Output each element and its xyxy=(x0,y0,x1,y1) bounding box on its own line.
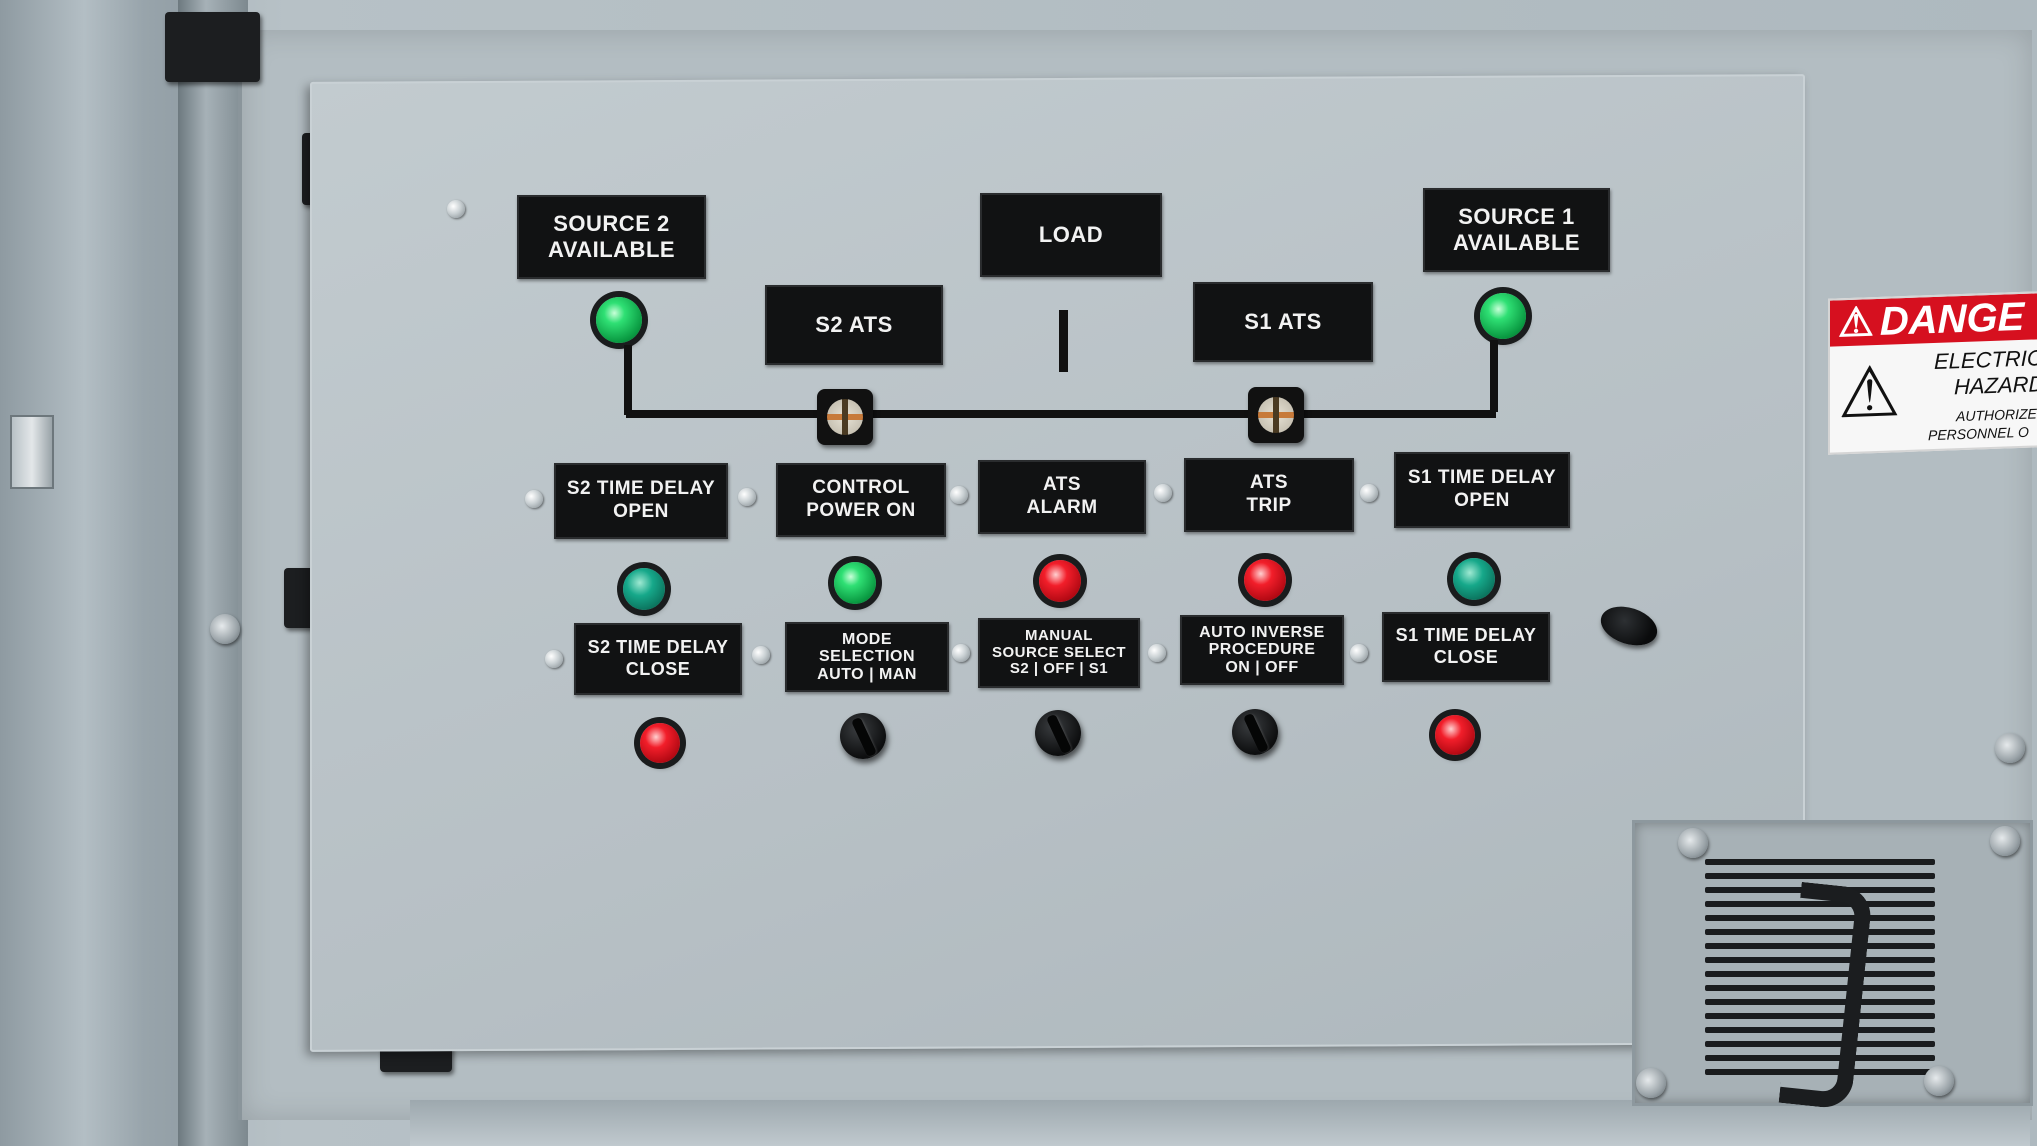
label-source-1-available: SOURCE 1 AVAILABLE xyxy=(1423,188,1610,272)
label-load: LOAD xyxy=(980,193,1162,277)
danger-header: ⚠ DANGE xyxy=(1830,293,2037,347)
door-edge-strip xyxy=(178,0,248,1146)
ventilation-grille xyxy=(1632,820,2033,1106)
label-manual-source-select: MANUAL SOURCE SELECT S2 | OFF | S1 xyxy=(978,618,1140,688)
panel-screw xyxy=(545,650,563,668)
label-s1-time-delay-close: S1 TIME DELAY CLOSE xyxy=(1382,612,1550,682)
danger-warning-sign: ⚠ DANGE ⚠ ELECTRIC HAZARD AUTHORIZED PER… xyxy=(1828,291,2037,455)
panel-screw xyxy=(525,490,543,508)
label-source-2-available: SOURCE 2 AVAILABLE xyxy=(517,195,706,279)
s1-time-delay-close-light xyxy=(1435,715,1475,755)
label-auto-inverse-procedure: AUTO INVERSE PROCEDURE ON | OFF xyxy=(1180,615,1344,685)
panel-screw xyxy=(950,486,968,504)
panel-screw xyxy=(1148,644,1166,662)
hinge-top xyxy=(165,12,260,82)
panel-screw xyxy=(952,644,970,662)
s2-time-delay-close-light xyxy=(640,723,680,763)
label-s2-time-delay-close: S2 TIME DELAY CLOSE xyxy=(574,623,742,695)
mimic-load-tap xyxy=(1059,310,1068,372)
electric-hazard-icon: ⚠ xyxy=(1838,352,1901,433)
source-2-available-light xyxy=(596,297,642,343)
label-s2-time-delay-open: S2 TIME DELAY OPEN xyxy=(554,463,728,539)
control-power-on-light xyxy=(834,562,876,604)
mimic-bus-left-drop xyxy=(624,345,632,415)
door-bolt-left xyxy=(210,614,240,644)
door-bottom-band xyxy=(410,1100,2030,1146)
danger-header-text: DANGE xyxy=(1879,294,2025,344)
mode-selection-switch[interactable] xyxy=(840,713,886,759)
door-latch xyxy=(10,415,54,489)
warning-line-4: PERSONNEL O xyxy=(1928,423,2029,444)
s2-ats-mimic-switch[interactable] xyxy=(817,389,873,445)
warning-triangle-icon: ⚠ xyxy=(1838,300,1874,346)
warning-line-3: AUTHORIZED xyxy=(1956,405,2037,425)
vent-bolt xyxy=(1678,828,1708,858)
panel-screw xyxy=(752,646,770,664)
label-s1-time-delay-open: S1 TIME DELAY OPEN xyxy=(1394,452,1570,528)
label-ats-trip: ATS TRIP xyxy=(1184,458,1354,532)
label-ats-alarm: ATS ALARM xyxy=(978,460,1146,534)
label-control-power-on: CONTROL POWER ON xyxy=(776,463,946,537)
door-bolt-right xyxy=(1995,733,2025,763)
manual-source-select-switch[interactable] xyxy=(1035,710,1081,756)
panel-screw xyxy=(1360,484,1378,502)
panel-screw xyxy=(1154,484,1172,502)
label-s2-ats: S2 ATS xyxy=(765,285,943,365)
ats-trip-light xyxy=(1244,559,1286,601)
warning-line-2: HAZARD xyxy=(1954,371,2037,400)
s2-time-delay-open-light xyxy=(623,568,665,610)
source-1-available-light xyxy=(1480,293,1526,339)
s1-ats-mimic-switch[interactable] xyxy=(1248,387,1304,443)
vent-bolt xyxy=(1990,826,2020,856)
panel-screw xyxy=(1350,644,1368,662)
s1-time-delay-open-light xyxy=(1453,558,1495,600)
vent-bolt xyxy=(1636,1068,1666,1098)
auto-inverse-procedure-switch[interactable] xyxy=(1232,709,1278,755)
warning-line-1: ELECTRIC xyxy=(1934,345,2037,375)
mimic-bus-right-drop xyxy=(1490,340,1498,412)
panel-screw xyxy=(447,200,465,218)
label-s1-ats: S1 ATS xyxy=(1193,282,1373,362)
mimic-bus-horizontal xyxy=(626,410,1496,418)
panel-screw xyxy=(738,488,756,506)
label-mode-selection: MODE SELECTION AUTO | MAN xyxy=(785,622,949,692)
ats-alarm-light xyxy=(1039,560,1081,602)
vent-bolt xyxy=(1924,1066,1954,1096)
